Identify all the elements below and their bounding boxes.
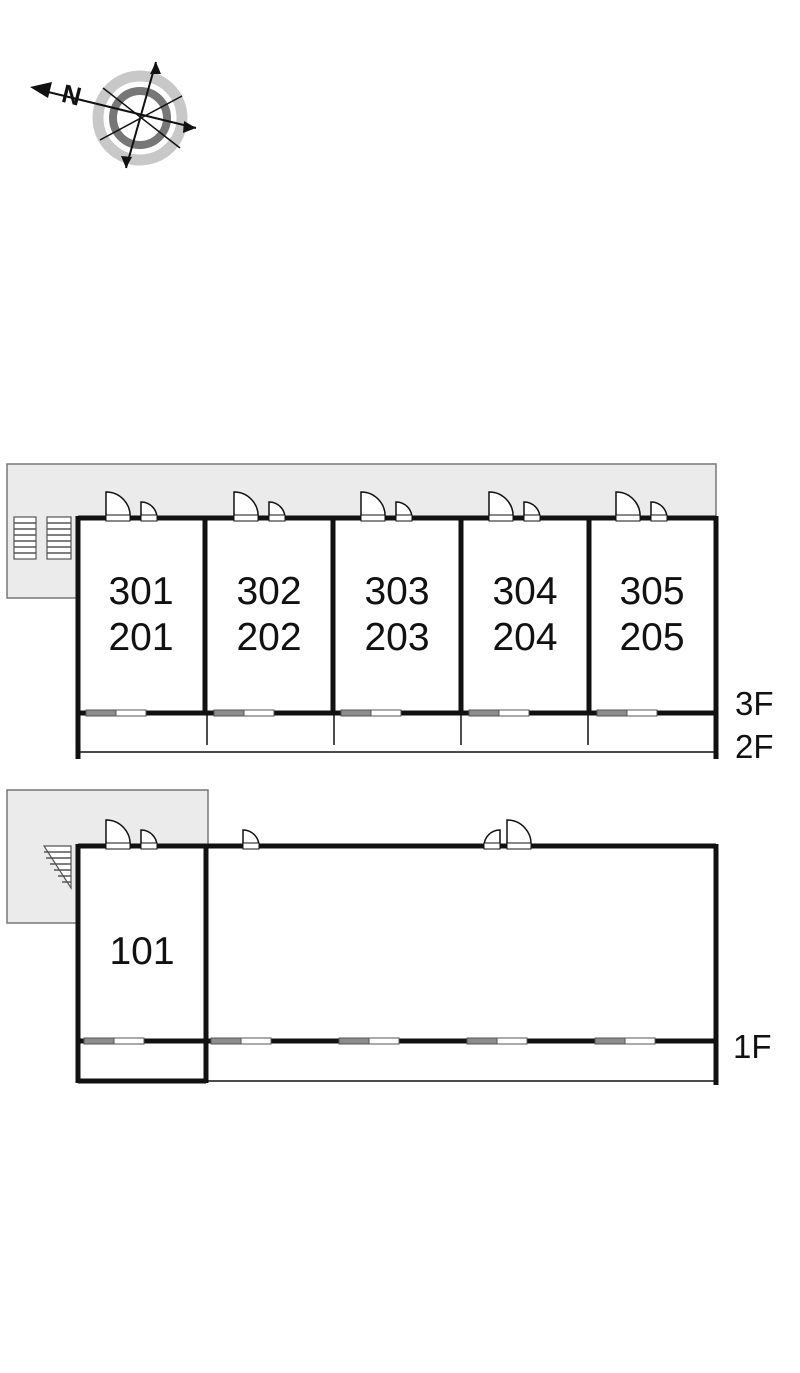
unit-label-305: 305 [619,570,684,613]
upper-stairs-icon [13,516,72,560]
unit-label-302: 302 [236,570,301,613]
door-icon-101 [105,819,158,850]
door-icon-store-side [242,829,260,850]
unit-label-204: 204 [492,616,557,659]
window-icon-upper [85,709,658,717]
door-icon-305 [615,491,668,522]
unit-label-301: 301 [108,570,173,613]
north-label: N [59,78,84,112]
door-icon-304 [488,491,541,522]
unit-label-202: 202 [236,616,301,659]
unit-label-304: 304 [492,570,557,613]
floor-label-2f: 2F [735,728,774,765]
upper-floor-plan: 301 201 302 202 303 203 304 204 305 205 … [6,463,774,765]
floor-label-3f: 3F [735,685,774,722]
unit-label-303: 303 [364,570,429,613]
unit-label-201: 201 [108,616,173,659]
door-icon-301 [105,491,158,522]
unit-label-101: 101 [109,930,174,973]
door-icon-303 [360,491,413,522]
floor-label-1f: 1F [733,1028,772,1065]
double-door-icon [483,819,532,850]
unit-label-205: 205 [619,616,684,659]
window-icon-lower [83,1037,656,1045]
unit-label-203: 203 [364,616,429,659]
compass-rose-icon: N [30,61,197,169]
lower-stairs-icon [42,845,72,891]
lower-floor-plan: 101 1F [6,789,772,1085]
door-icon-302 [233,491,286,522]
